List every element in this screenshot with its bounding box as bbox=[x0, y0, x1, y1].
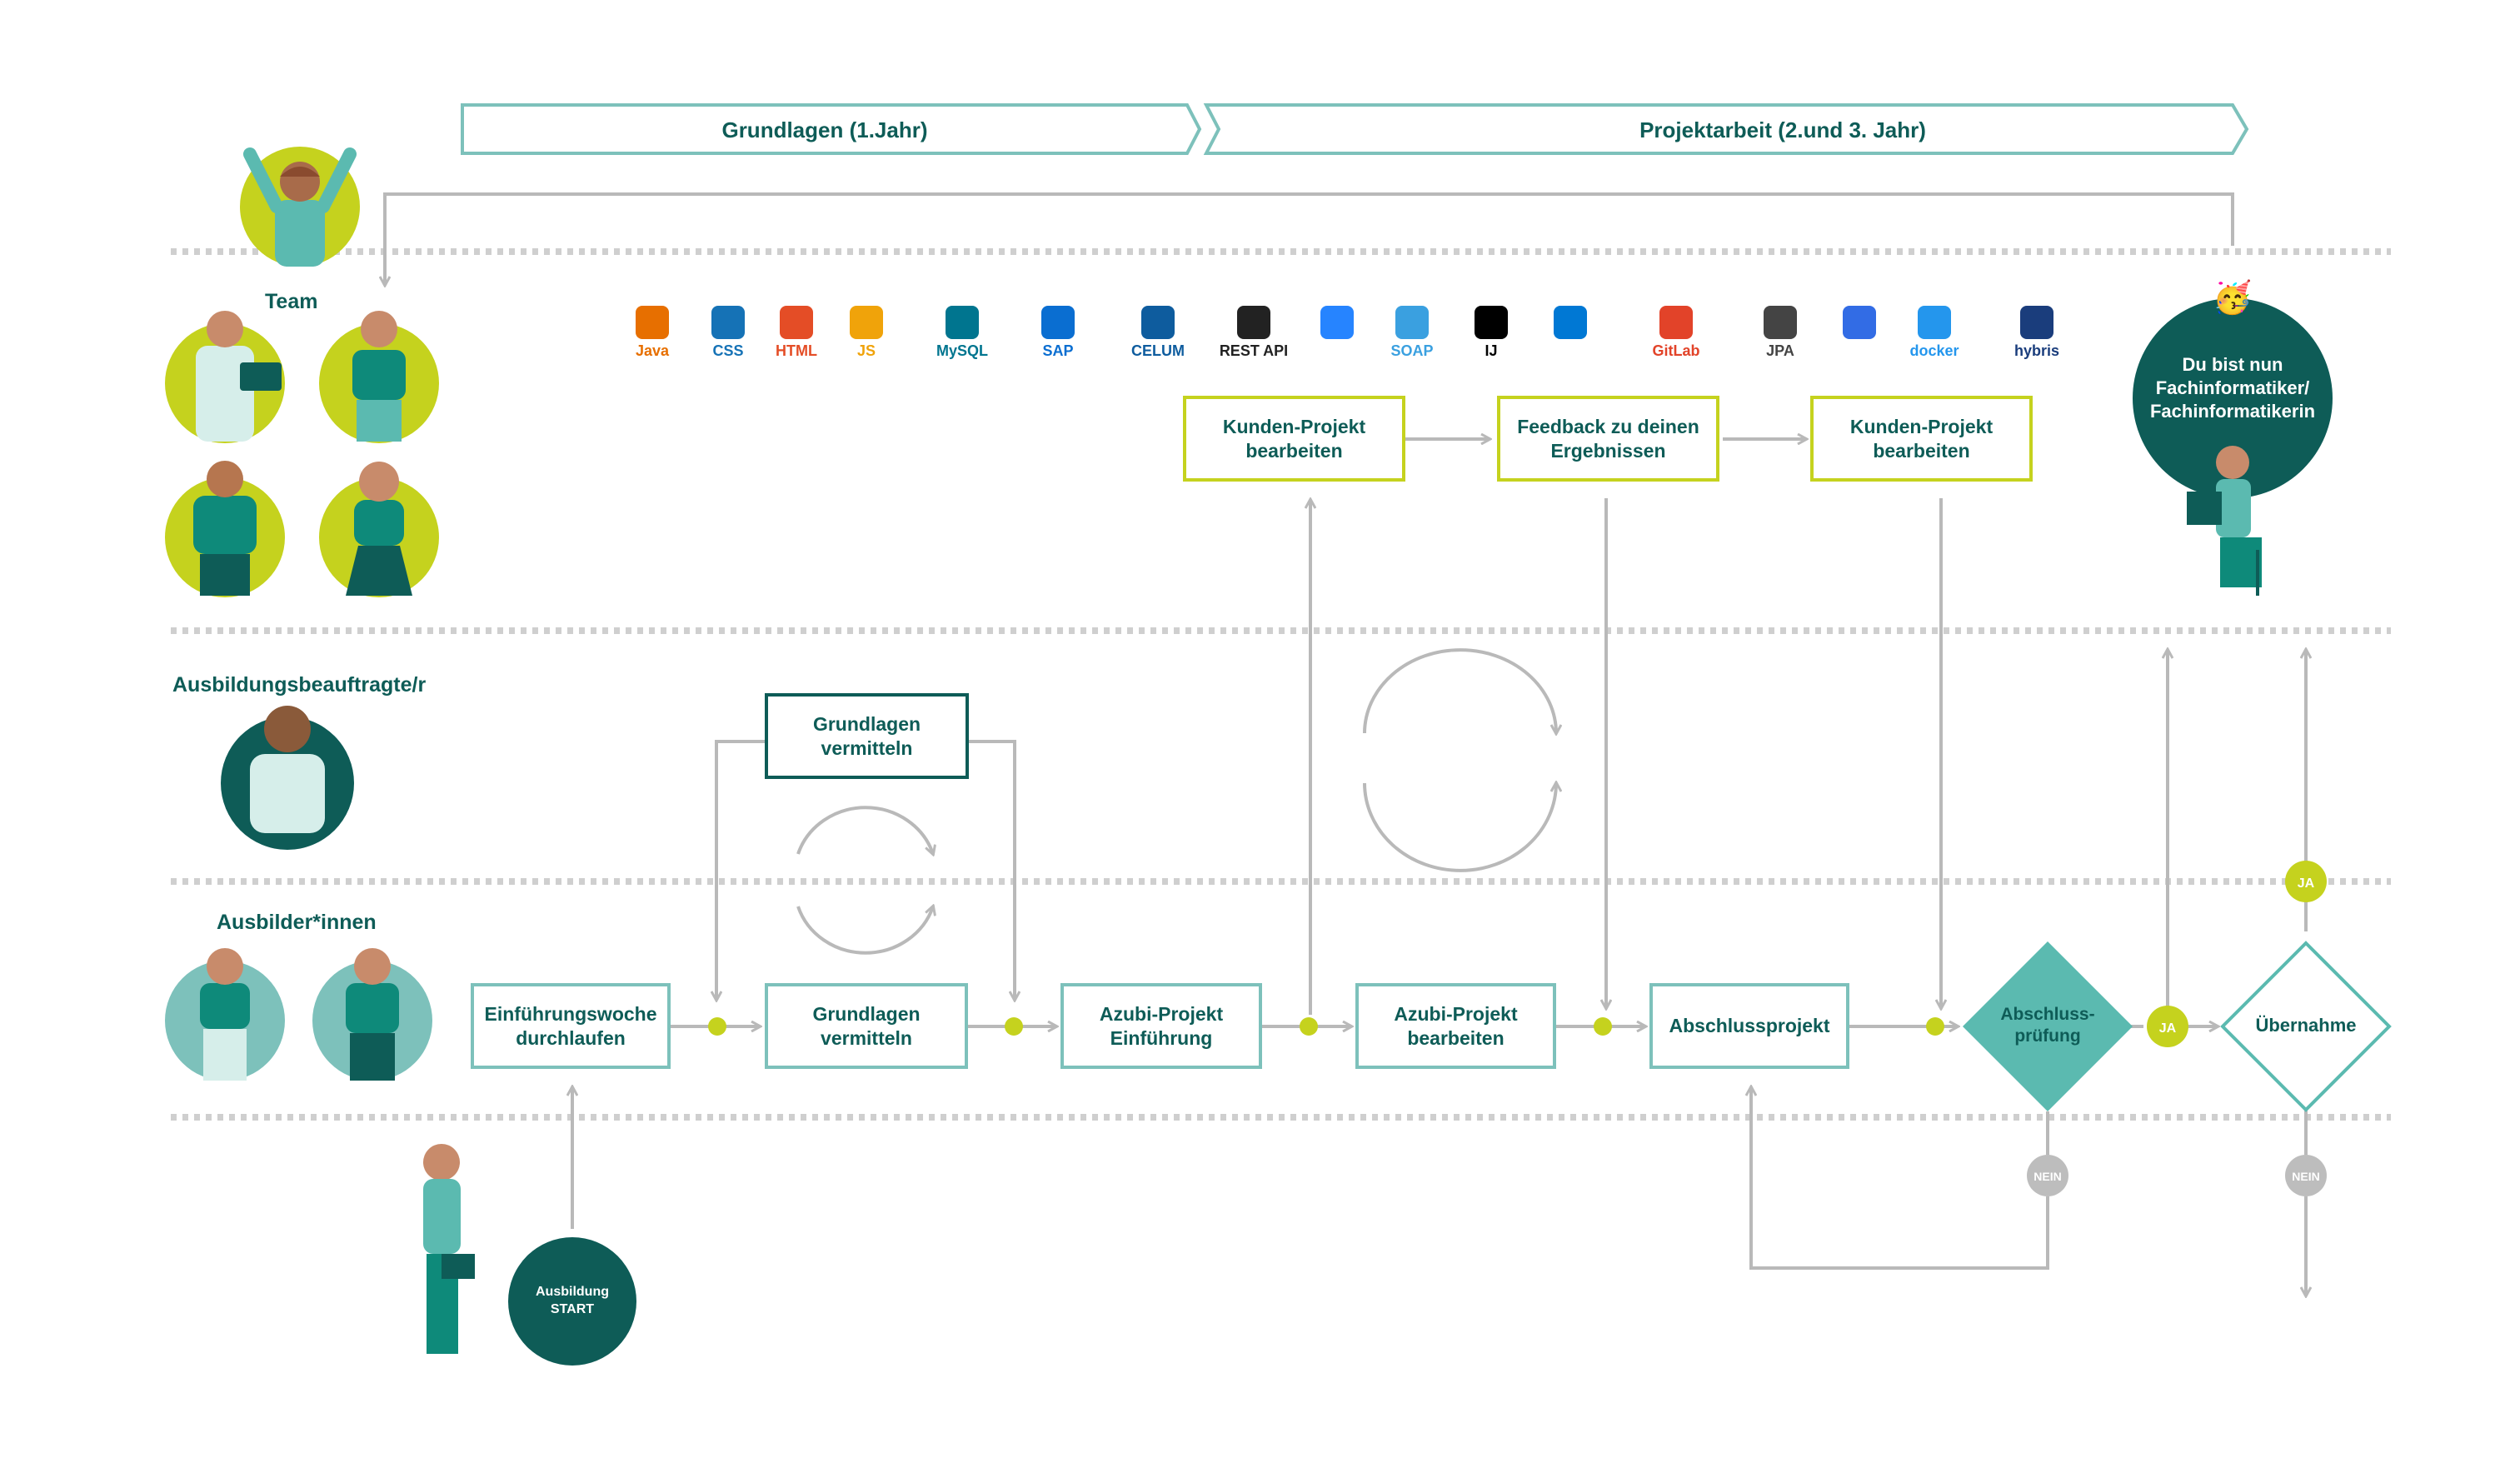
team-leader-avatar bbox=[240, 147, 360, 267]
start-label: START bbox=[551, 1302, 594, 1316]
gitlab-icon: GitLab bbox=[1653, 306, 1700, 359]
tech-logo-label: JPA bbox=[1766, 342, 1794, 359]
step-einfuehrungswoche: Einführungswoche durchlaufen bbox=[471, 983, 671, 1069]
step-label: Azubi-Projekt bearbeiten bbox=[1394, 1002, 1518, 1049]
rest-api-icon: REST API bbox=[1220, 306, 1288, 359]
lane-label-team: Team bbox=[265, 290, 318, 313]
final-node bbox=[2133, 298, 2333, 498]
team-member-avatar bbox=[165, 311, 285, 443]
js-icon: JS bbox=[850, 306, 883, 359]
hybris-icon: hybris bbox=[2014, 306, 2059, 359]
tech-logo-label: GitLab bbox=[1653, 342, 1700, 359]
tech-logo-label: SAP bbox=[1042, 342, 1073, 359]
nein-badge bbox=[2285, 1155, 2327, 1196]
step-label: Abschlussprojekt bbox=[1669, 1015, 1830, 1037]
ausbilder-avatar bbox=[312, 948, 432, 1081]
graduate-figure bbox=[2187, 446, 2262, 596]
step-azubi-projekt-einfuehrung: Azubi-Projekt Einführung bbox=[1060, 983, 1262, 1069]
step-abschlussprojekt: Abschlussprojekt bbox=[1649, 983, 1849, 1069]
ausbilder-avatar bbox=[165, 948, 285, 1081]
ja-badge-label: JA bbox=[2298, 876, 2315, 891]
ja-badge bbox=[2285, 861, 2327, 902]
html5-icon: HTML bbox=[776, 306, 817, 359]
step-kunden-projekt-1: Kunden-Projekt bearbeiten bbox=[1183, 396, 1405, 482]
step-grundlagen-vermitteln-ausbilder: Grundlagen vermitteln bbox=[765, 983, 968, 1069]
mysql-icon: MySQL bbox=[936, 306, 988, 359]
tech-logo-label: REST API bbox=[1220, 342, 1288, 359]
ja-badge-label: JA bbox=[2159, 1021, 2177, 1036]
soap-icon: SOAP bbox=[1390, 306, 1434, 359]
decision-uebernahme bbox=[2220, 941, 2392, 1112]
nein-badge-label: NEIN bbox=[2292, 1170, 2319, 1183]
nein-badge-label: NEIN bbox=[2033, 1170, 2061, 1183]
tech-logo-label: CSS bbox=[712, 342, 743, 359]
tech-logo-label: Java bbox=[636, 342, 670, 359]
final-label: Fachinformatiker/ bbox=[2156, 377, 2310, 398]
team-member-avatar bbox=[319, 462, 439, 597]
start-label: Ausbildung bbox=[536, 1285, 609, 1299]
step-label: Grundlagen vermitteln bbox=[812, 712, 921, 759]
connectors bbox=[385, 192, 2306, 1296]
nein-badge bbox=[2027, 1155, 2068, 1196]
final-label: Fachinformatikerin bbox=[2150, 401, 2315, 422]
phase-label: Grundlagen (1.Jahr) bbox=[721, 117, 927, 142]
step-kunden-projekt-2: Kunden-Projekt bearbeiten bbox=[1810, 396, 2033, 482]
start-node bbox=[508, 1237, 636, 1366]
step-label: Kunden-Projekt bearbeiten bbox=[1849, 415, 1994, 462]
tech-logo-label: MySQL bbox=[936, 342, 988, 359]
phase-projektarbeit: Projektarbeit (2.und 3. Jahr) bbox=[1203, 103, 2249, 155]
cycle-arrows-small bbox=[796, 806, 933, 955]
tech-logo-label: IJ bbox=[1485, 342, 1497, 359]
cycle-arrows-large bbox=[1363, 648, 1556, 872]
java-icon: Java bbox=[636, 306, 670, 359]
step-grundlagen-vermitteln-beauftragte: Grundlagen vermitteln bbox=[765, 693, 969, 779]
tech-logo-label: CELUM bbox=[1131, 342, 1185, 359]
step-label: Feedback zu deinen Ergebnissen bbox=[1517, 415, 1699, 462]
kubernetes-icon bbox=[1843, 306, 1876, 339]
step-feedback: Feedback zu deinen Ergebnissen bbox=[1497, 396, 1719, 482]
tech-logo-label: SOAP bbox=[1390, 342, 1433, 359]
tech-logo-row: Java CSS HTML JS MySQL SAP CELUM REST API SOAP IJ… bbox=[636, 306, 2059, 359]
docker-icon: docker bbox=[1909, 306, 1959, 359]
lane-separators bbox=[171, 248, 2391, 1121]
step-label: Azubi-Projekt Einführung bbox=[1099, 1002, 1224, 1049]
ausbildungsbeauftragte-avatar bbox=[221, 706, 354, 850]
tech-logo-label: hybris bbox=[2014, 342, 2059, 359]
junction-dots bbox=[708, 1017, 1944, 1036]
tech-logo-label: JS bbox=[857, 342, 876, 359]
tech-logo-label: docker bbox=[1909, 342, 1959, 359]
lane-label-ausbilder: Ausbilder*innen bbox=[217, 911, 377, 934]
final-label: Du bist nun bbox=[2183, 354, 2283, 375]
phase-grundlagen: Grundlagen (1.Jahr) bbox=[461, 103, 1202, 155]
tech-logo-label: HTML bbox=[776, 342, 817, 359]
ja-badge bbox=[2147, 1006, 2188, 1047]
team-member-avatar bbox=[165, 461, 285, 597]
celum-icon: CELUM bbox=[1131, 306, 1185, 359]
vscode-icon bbox=[1554, 306, 1587, 339]
team-member-avatar bbox=[319, 311, 439, 443]
decision-abschlusspruefung-label: Abschluss- prüfung bbox=[2000, 1005, 2095, 1046]
azubi-figure bbox=[423, 1144, 475, 1354]
decision-uebernahme-label: Übernahme bbox=[2255, 1015, 2357, 1036]
lane-label-ausbildungsbeauftragte: Ausbildungsbeauftragte/r bbox=[172, 673, 427, 697]
phase-label: Projektarbeit (2.und 3. Jahr) bbox=[1639, 117, 1926, 142]
intellij-icon: IJ bbox=[1475, 306, 1508, 359]
decision-abschlusspruefung bbox=[1963, 941, 2133, 1111]
jira-icon bbox=[1320, 306, 1354, 339]
step-label: Kunden-Projekt bearbeiten bbox=[1222, 415, 1366, 462]
party-emoji-icon: 🥳 bbox=[2213, 278, 2252, 316]
jpa-icon: JPA bbox=[1764, 306, 1797, 359]
step-label: Einführungswoche durchlaufen bbox=[484, 1002, 657, 1049]
step-label: Grundlagen vermitteln bbox=[812, 1002, 921, 1049]
sap-icon: SAP bbox=[1041, 306, 1075, 359]
css3-icon: CSS bbox=[711, 306, 745, 359]
step-azubi-projekt-bearbeiten: Azubi-Projekt bearbeiten bbox=[1355, 983, 1556, 1069]
